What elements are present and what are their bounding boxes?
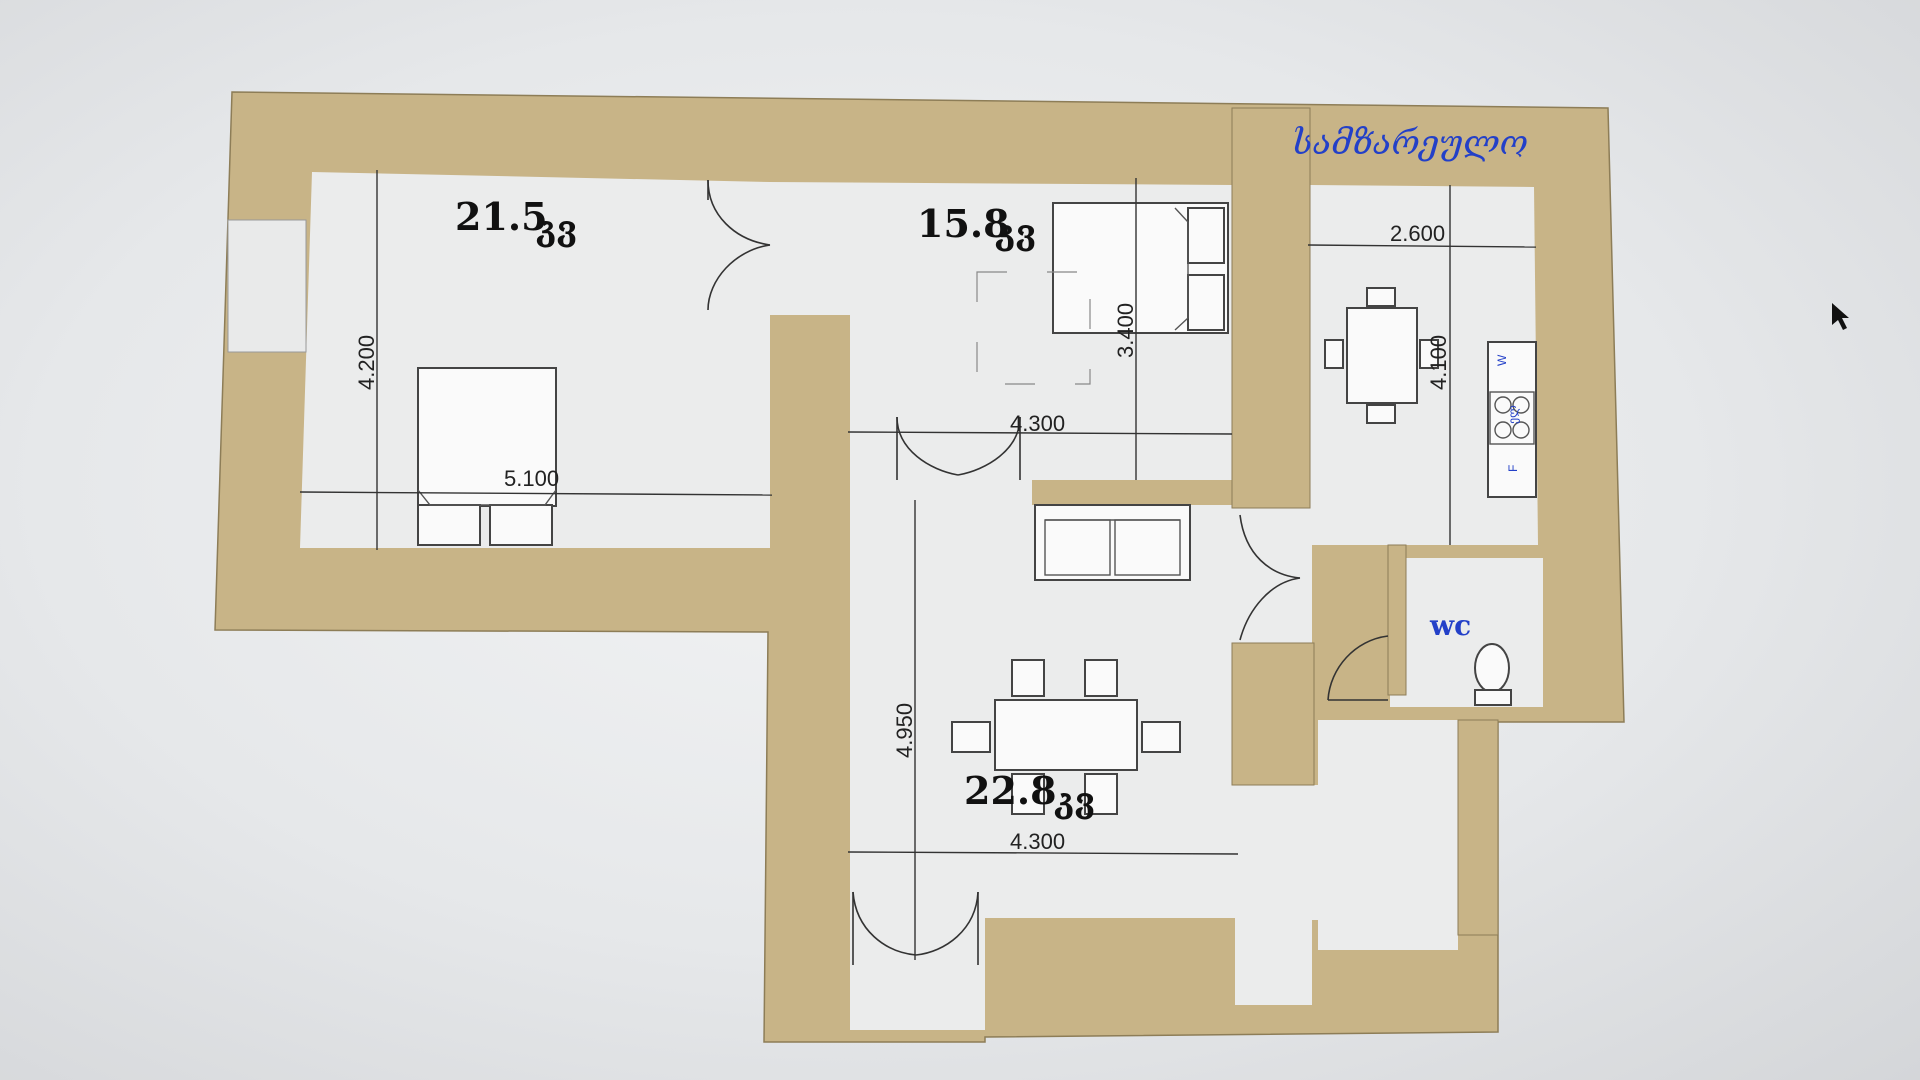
bedroom1-depth-label: 4.200	[354, 335, 379, 390]
kitchen-counter	[1487, 341, 1537, 498]
room-unit-living: კვ	[1054, 781, 1095, 821]
closet-floor-2	[1240, 785, 1318, 920]
bedroom2-width-label: 4.300	[1010, 411, 1065, 436]
mouse-pointer-icon	[1832, 303, 1849, 330]
dining-table	[951, 659, 1181, 815]
kitchen-width-label: 2.600	[1390, 221, 1445, 246]
washer-label: W	[1495, 354, 1509, 366]
toilet	[1474, 643, 1512, 706]
bed-2	[1052, 202, 1229, 334]
furniture	[417, 202, 1537, 815]
wc-label: wc	[1429, 609, 1471, 642]
kitchen-table	[1324, 287, 1439, 424]
bedroom1-width-label: 5.100	[504, 466, 559, 491]
dimension-labels: 5.100 4.200 4.300 3.400 2.600 4.100 4.30…	[354, 221, 1451, 854]
interior-walls	[1231, 107, 1499, 936]
living-depth-label: 4.950	[892, 703, 917, 758]
kitchen-depth-label: 4.100	[1426, 335, 1451, 390]
living-width-label: 4.300	[1010, 829, 1065, 854]
closet-floor	[1318, 720, 1458, 950]
room-unit-bedroom-1: კვ	[536, 209, 577, 249]
fridge-label: F	[1506, 465, 1520, 472]
room-unit-bedroom-2: კვ	[995, 213, 1036, 253]
rug-dashed	[976, 271, 1091, 385]
bedroom2-depth-label: 3.400	[1113, 303, 1138, 358]
room-area-bedroom-2: 15.8	[917, 201, 1010, 246]
room-area-bedroom-1: 21.5	[455, 194, 548, 239]
room-area-labels: 21.5 კვ 15.8 კვ 22.8 კვ	[455, 194, 1095, 821]
room-area-living: 22.8	[964, 768, 1057, 813]
kitchen-label: სამზარეულო	[1292, 123, 1528, 163]
doors	[707, 179, 1389, 965]
sofa	[1034, 504, 1191, 581]
window-nook	[227, 219, 307, 353]
bed-1	[417, 367, 557, 546]
stove-label: ელ	[1506, 405, 1520, 424]
dimension-lines	[299, 170, 1537, 960]
